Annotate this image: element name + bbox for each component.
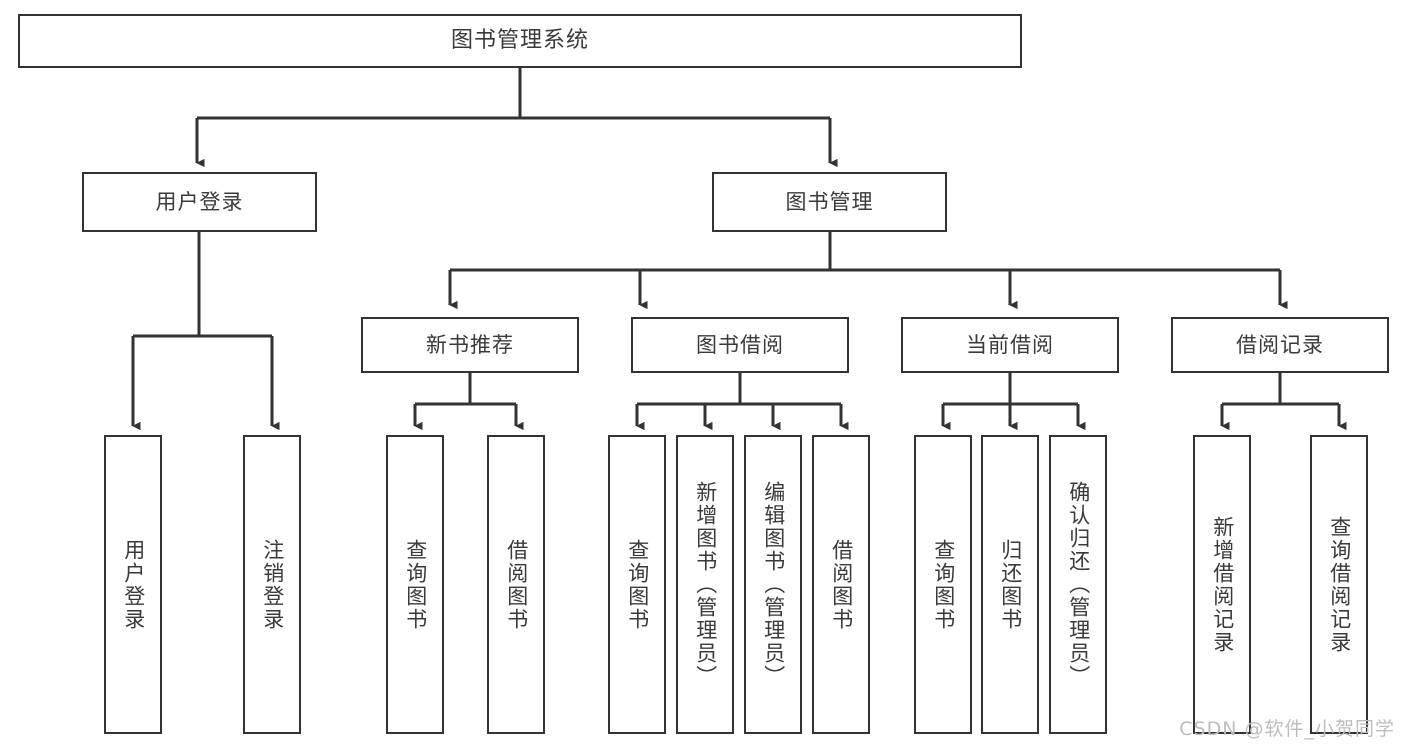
leaf-recommend-borrow-book[interactable]: 借阅图书 [487, 435, 545, 734]
node-label: 确认归还（管理员） [1066, 481, 1091, 688]
leaf-current-query-book[interactable]: 查询图书 [914, 435, 972, 734]
leaf-borrow-query-book[interactable]: 查询图书 [608, 435, 666, 734]
leaf-borrow-edit-book[interactable]: 编辑图书（管理员） [744, 435, 802, 734]
node-new-book-recommend[interactable]: 新书推荐 [361, 317, 579, 373]
node-label: 查询图书 [931, 538, 956, 631]
leaf-record-add-record[interactable]: 新增借阅记录 [1193, 435, 1251, 734]
node-label: 借阅图书 [829, 538, 854, 631]
leaf-borrow-add-book[interactable]: 新增图书（管理员） [676, 435, 734, 734]
node-label: 图书管理系统 [450, 27, 589, 53]
node-label: 新增借阅记录 [1210, 515, 1235, 654]
node-label: 用户登录 [155, 189, 244, 214]
node-label: 编辑图书（管理员） [761, 481, 786, 688]
leaf-current-return-book[interactable]: 归还图书 [981, 435, 1039, 734]
node-label: 图书管理 [785, 189, 874, 214]
node-label: 借阅记录 [1236, 332, 1324, 357]
node-label: 当前借阅 [966, 332, 1054, 357]
node-label: 用户登录 [121, 538, 146, 631]
leaf-record-query-record[interactable]: 查询借阅记录 [1310, 435, 1368, 734]
node-root-system[interactable]: 图书管理系统 [18, 14, 1022, 68]
node-label: 查询图书 [403, 538, 428, 631]
node-label: 归还图书 [998, 538, 1023, 631]
leaf-user-logout[interactable]: 注销登录 [243, 435, 301, 734]
node-label: 图书借阅 [696, 332, 784, 357]
leaf-current-confirm-return[interactable]: 确认归还（管理员） [1049, 435, 1107, 734]
node-label: 借阅图书 [504, 538, 529, 631]
node-label: 新增图书（管理员） [693, 481, 718, 688]
node-borrow-record[interactable]: 借阅记录 [1171, 317, 1389, 373]
node-current-borrow[interactable]: 当前借阅 [901, 317, 1119, 373]
leaf-borrow-borrow-book[interactable]: 借阅图书 [812, 435, 870, 734]
leaf-user-login[interactable]: 用户登录 [104, 435, 162, 734]
node-label: 查询借阅记录 [1327, 515, 1352, 654]
node-book-management[interactable]: 图书管理 [712, 172, 947, 232]
node-label: 注销登录 [260, 538, 285, 631]
node-user-login[interactable]: 用户登录 [82, 172, 317, 232]
node-label: 新书推荐 [426, 332, 514, 357]
leaf-recommend-query-book[interactable]: 查询图书 [386, 435, 444, 734]
node-label: 查询图书 [625, 538, 650, 631]
node-book-borrow[interactable]: 图书借阅 [631, 317, 849, 373]
